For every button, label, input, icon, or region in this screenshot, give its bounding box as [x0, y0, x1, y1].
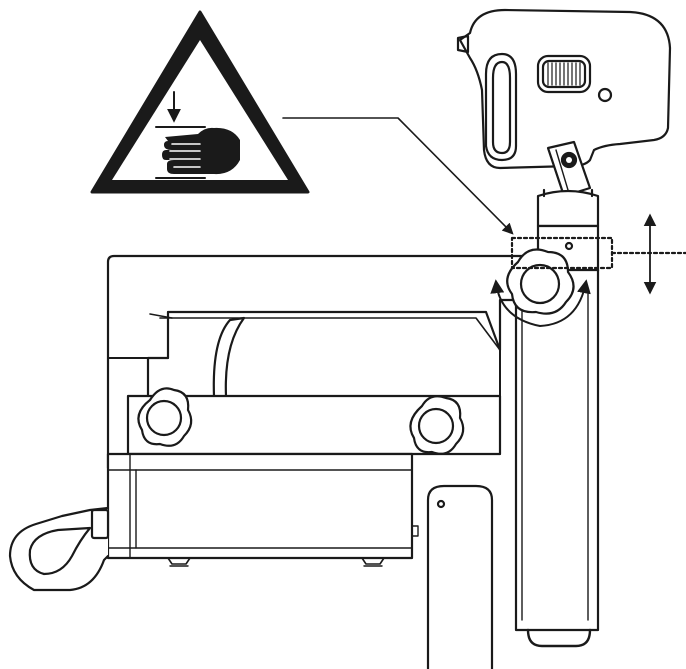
side-handle: [8, 506, 110, 592]
stand-post: [426, 484, 494, 669]
hand-crush-warning-icon: [155, 91, 240, 179]
ccd-camera-head: [456, 8, 672, 198]
leader-line: [282, 117, 514, 235]
warning-triangle: [90, 10, 310, 194]
locking-knob-right: [409, 395, 465, 455]
rotate-arrows-icon: [490, 279, 591, 327]
locking-knob-left: [137, 387, 193, 447]
